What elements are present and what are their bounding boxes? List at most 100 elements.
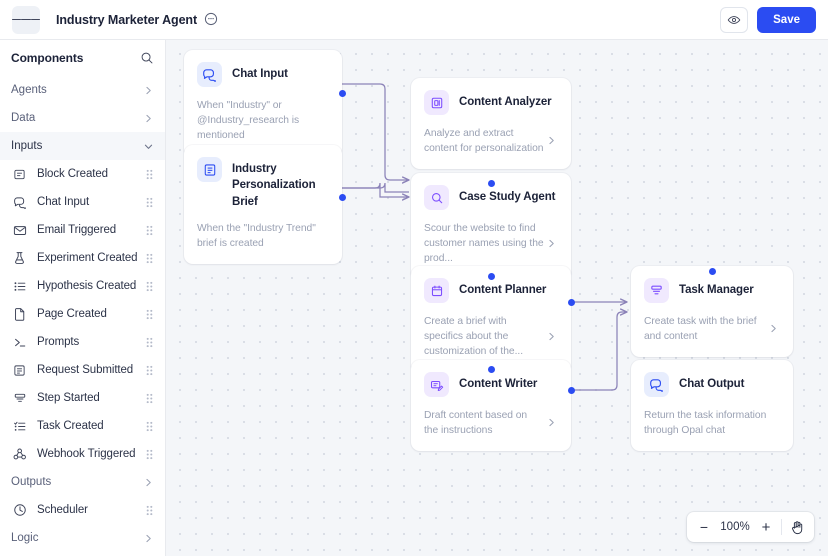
port-content-planner-out[interactable]	[488, 366, 495, 373]
face-circle-icon[interactable]	[204, 12, 218, 26]
drag-handle-icon[interactable]	[145, 224, 154, 237]
node-description: Create task with the brief and content	[644, 316, 757, 343]
sidebar-item-label: Chat Input	[37, 196, 90, 208]
drag-handle-icon[interactable]	[145, 252, 154, 265]
drag-handle-icon[interactable]	[145, 280, 154, 293]
node-chat-output[interactable]: Chat Output Return the task information …	[631, 360, 793, 452]
top-bar-actions: Save	[720, 6, 816, 33]
port-chat-input-out[interactable]	[339, 90, 346, 97]
node-body: Analyze and extract content for personal…	[424, 115, 558, 156]
drag-handle-icon[interactable]	[145, 336, 154, 349]
sidebar-item-label: Step Started	[37, 392, 100, 404]
node-title: Content Planner	[459, 284, 547, 296]
search-icon[interactable]	[140, 51, 154, 65]
chevron-down-icon	[143, 141, 154, 152]
chevron-right-icon[interactable]	[544, 417, 558, 428]
eye-icon[interactable]	[720, 6, 749, 33]
save-button[interactable]: Save	[757, 6, 816, 33]
port-content-writer-out[interactable]	[568, 387, 575, 394]
node-header: Industry Personalization Brief	[197, 157, 329, 210]
drag-handle-icon[interactable]	[145, 168, 154, 181]
drag-handle-icon[interactable]	[145, 420, 154, 433]
drag-handle-icon[interactable]	[145, 308, 154, 321]
node-title: Content Analyzer	[459, 96, 552, 108]
main-body: Components Agents Data Inputs Block	[0, 40, 828, 556]
top-bar: Industry Marketer Agent Save	[0, 0, 828, 40]
node-body: When the "Industry Trend" brief is creat…	[197, 210, 329, 251]
sidebar-item-block-created[interactable]: Block Created	[0, 160, 165, 188]
node-body: Draft content based on the instructions	[424, 397, 558, 438]
node-content-writer[interactable]: Content Writer Draft content based on th…	[411, 360, 571, 452]
sidebar-group-label: Data	[11, 112, 36, 124]
page-title: Industry Marketer Agent	[56, 12, 218, 27]
sidebar-item-label: Prompts	[37, 336, 80, 348]
sidebar-item-chat-input[interactable]: Chat Input	[0, 188, 165, 216]
port-brief-out[interactable]	[339, 194, 346, 201]
sidebar-group-outputs[interactable]: Outputs	[0, 468, 165, 496]
node-header: Content Writer	[424, 372, 558, 397]
port-case-study-out[interactable]	[488, 273, 495, 280]
port-task-manager-out[interactable]	[709, 268, 716, 275]
node-header: Content Analyzer	[424, 90, 558, 115]
drag-handle-icon[interactable]	[145, 364, 154, 377]
node-description: Scour the website to find customer names…	[424, 223, 544, 265]
port-content-analyzer-out[interactable]	[488, 180, 495, 187]
chevron-right-icon	[143, 85, 154, 96]
flow-canvas[interactable]: Chat Input When "Industry" or @Industry_…	[166, 40, 828, 556]
drag-handle-icon[interactable]	[145, 448, 154, 461]
sidebar-item-task-created[interactable]: Task Created	[0, 412, 165, 440]
sidebar-group-logic[interactable]: Logic	[0, 524, 165, 552]
zoom-out-button[interactable]: −	[699, 519, 709, 535]
chevron-right-icon[interactable]	[544, 331, 558, 342]
components-sidebar: Components Agents Data Inputs Block	[0, 40, 166, 556]
node-header: Task Manager	[644, 278, 780, 303]
node-title: Industry Personalization Brief	[232, 163, 316, 208]
sidebar-item-email-triggered[interactable]: Email Triggered	[0, 216, 165, 244]
mail-icon	[11, 224, 28, 237]
node-header: Content Planner	[424, 278, 558, 303]
sidebar-item-step-started[interactable]: Step Started	[0, 384, 165, 412]
sidebar-item-hypothesis-created[interactable]: Hypothesis Created	[0, 272, 165, 300]
node-title: Chat Input	[232, 68, 288, 80]
chevron-right-icon[interactable]	[544, 135, 558, 146]
clock-icon	[11, 503, 28, 517]
sidebar-item-label: Scheduler	[37, 504, 88, 516]
chevron-right-icon[interactable]	[766, 323, 780, 334]
write-icon	[424, 372, 449, 397]
chevron-right-icon[interactable]	[544, 238, 558, 249]
document-icon	[197, 157, 222, 182]
sidebar-item-label: Request Submitted	[37, 364, 134, 376]
drag-handle-icon[interactable]	[145, 196, 154, 209]
port-content-planner-right[interactable]	[568, 299, 575, 306]
sidebar-item-webhook-triggered[interactable]: Webhook Triggered	[0, 440, 165, 468]
node-industry-personalization-brief[interactable]: Industry Personalization Brief When the …	[184, 145, 342, 265]
sidebar-group-data[interactable]: Data	[0, 104, 165, 132]
sidebar-item-prompts[interactable]: Prompts	[0, 328, 165, 356]
node-chat-input[interactable]: Chat Input When "Industry" or @Industry_…	[184, 50, 342, 157]
zoom-in-button[interactable]: +	[761, 518, 771, 536]
hamburger-icon[interactable]	[12, 5, 40, 34]
node-content-planner[interactable]: Content Planner Create a brief with spec…	[411, 266, 571, 373]
step-icon	[11, 392, 28, 405]
node-title: Content Writer	[459, 378, 538, 390]
sidebar-item-page-created[interactable]: Page Created	[0, 300, 165, 328]
node-body: When "Industry" or @Industry_research is…	[197, 87, 329, 144]
sidebar-item-experiment-created[interactable]: Experiment Created	[0, 244, 165, 272]
sidebar-group-label: Outputs	[11, 476, 52, 488]
node-task-manager[interactable]: Task Manager Create task with the brief …	[631, 266, 793, 358]
webhook-icon	[11, 447, 28, 461]
sidebar-group-agents[interactable]: Agents	[0, 76, 165, 104]
sidebar-item-request-submitted[interactable]: Request Submitted	[0, 356, 165, 384]
sidebar-group-inputs[interactable]: Inputs	[0, 132, 165, 160]
chat-icon	[11, 196, 28, 209]
hand-icon[interactable]	[784, 513, 810, 541]
drag-handle-icon[interactable]	[145, 504, 154, 517]
sidebar-title: Components	[11, 51, 84, 65]
edge-brief-content-analyzer	[342, 182, 409, 197]
sidebar-item-scheduler[interactable]: Scheduler	[0, 496, 165, 524]
edge-brief-join	[342, 182, 409, 193]
node-content-analyzer[interactable]: Content Analyzer Analyze and extract con…	[411, 78, 571, 170]
node-case-study-agent[interactable]: Case Study Agent Scour the website to fi…	[411, 173, 571, 280]
chevron-right-icon	[143, 477, 154, 488]
drag-handle-icon[interactable]	[145, 392, 154, 405]
